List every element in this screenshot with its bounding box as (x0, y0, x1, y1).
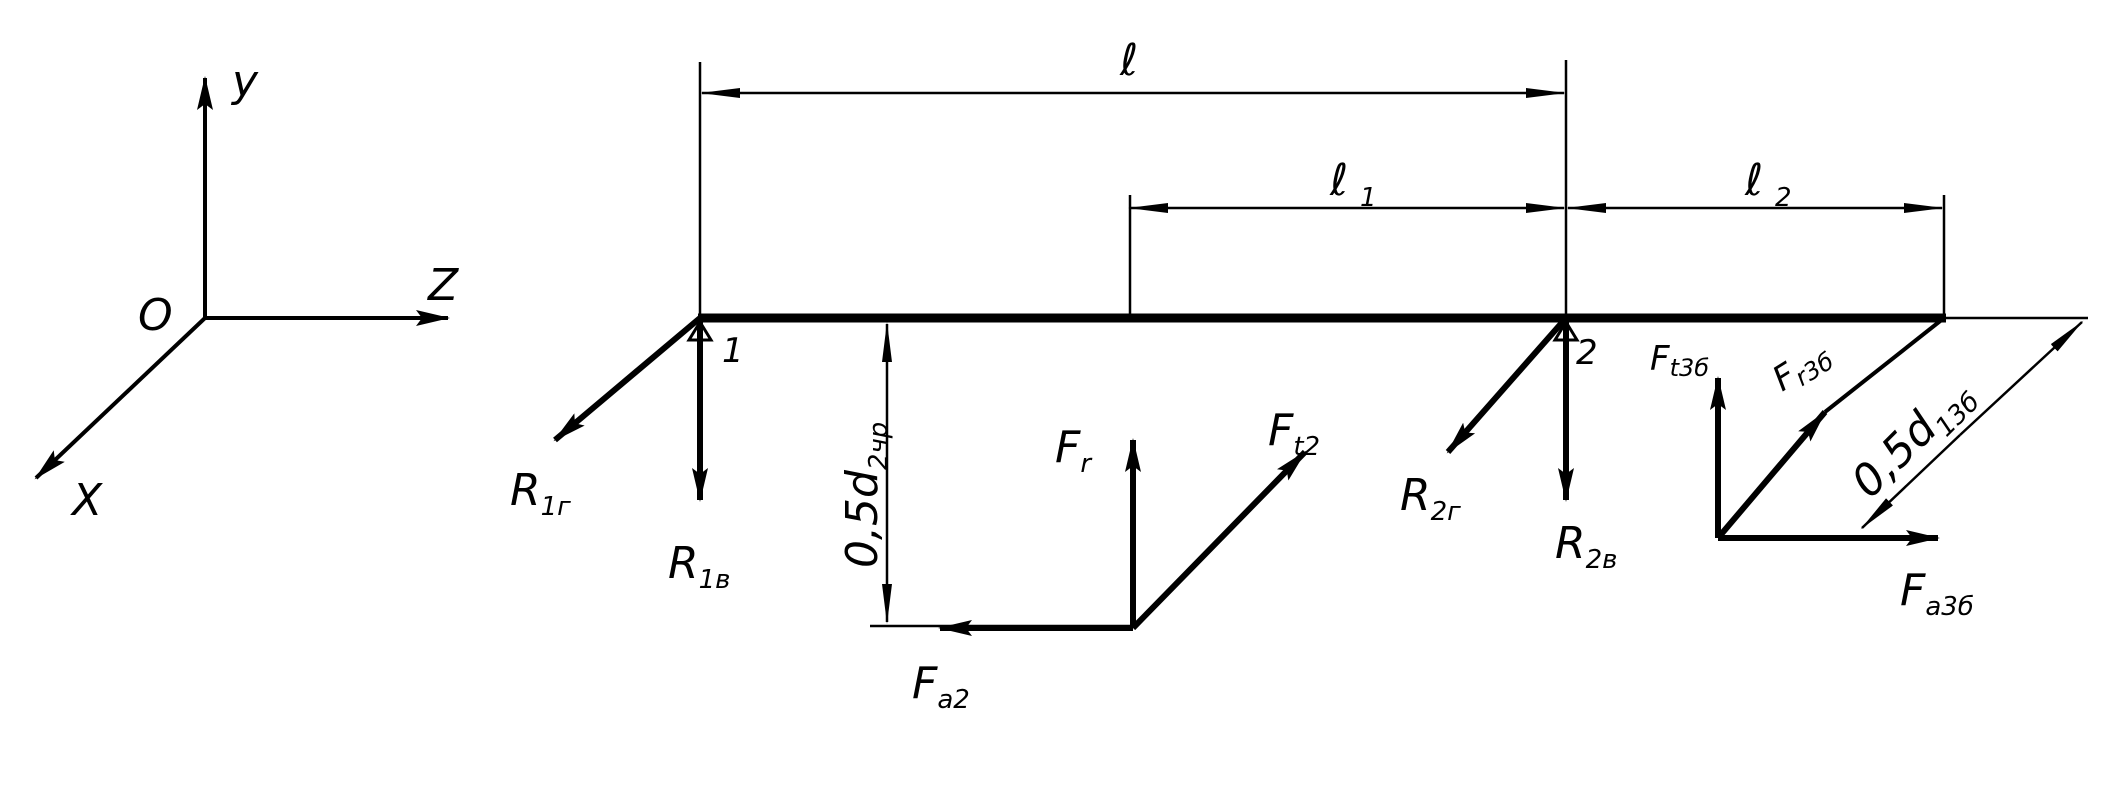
dimension-l-label: ℓ (1119, 35, 1138, 86)
force-Ft2-arrow (1130, 449, 1308, 631)
diameter-d13-arrow-down (1860, 434, 1961, 530)
force-Fr3b-arrow (1715, 410, 1828, 540)
reaction-R1v-label: R1в (668, 538, 730, 595)
x-axis-line (34, 316, 207, 480)
origin-label: O (138, 290, 173, 341)
z-axis-label: Z (427, 260, 459, 311)
force-Fr-label: Fr (1055, 422, 1093, 479)
force-Fa3b-label: Fa3б (1900, 565, 1974, 622)
force-Fr3b-label: Fr3б (1766, 334, 1839, 402)
coordinate-system (34, 76, 450, 480)
support-2-label: 2 (1576, 333, 1598, 373)
reaction-R2g-arrow (1445, 316, 1569, 454)
dimension-l2-subscript: 2 (1775, 183, 1792, 213)
force-Ft2-label: Ft2 (1268, 405, 1320, 462)
reaction-R1g-arrow (553, 315, 702, 443)
force-Fa2-label: Fa2 (912, 658, 970, 715)
reaction-R2g-label: R2г (1400, 470, 1461, 527)
diameter-d13-label: 0,5d13б (1842, 368, 1986, 512)
dimension-l1-subscript: 1 (1360, 183, 1377, 213)
support-1-label: 1 (722, 331, 744, 371)
reaction-R1g-label: R1г (510, 465, 571, 522)
reaction-R2v-label: R2в (1555, 518, 1617, 575)
diameter-d13-arrow-up (1959, 320, 2084, 436)
dimension-l1-label: ℓ (1329, 155, 1348, 206)
x-axis-label: X (70, 475, 103, 526)
dimension-l2-label: ℓ (1744, 155, 1763, 206)
y-axis-label: y (230, 56, 259, 107)
gear3-radial-line (1823, 316, 1946, 414)
diameter-d2-label: 0,5d2чр (837, 422, 894, 568)
force-Ft3b-label: Ft3б (1650, 339, 1709, 382)
